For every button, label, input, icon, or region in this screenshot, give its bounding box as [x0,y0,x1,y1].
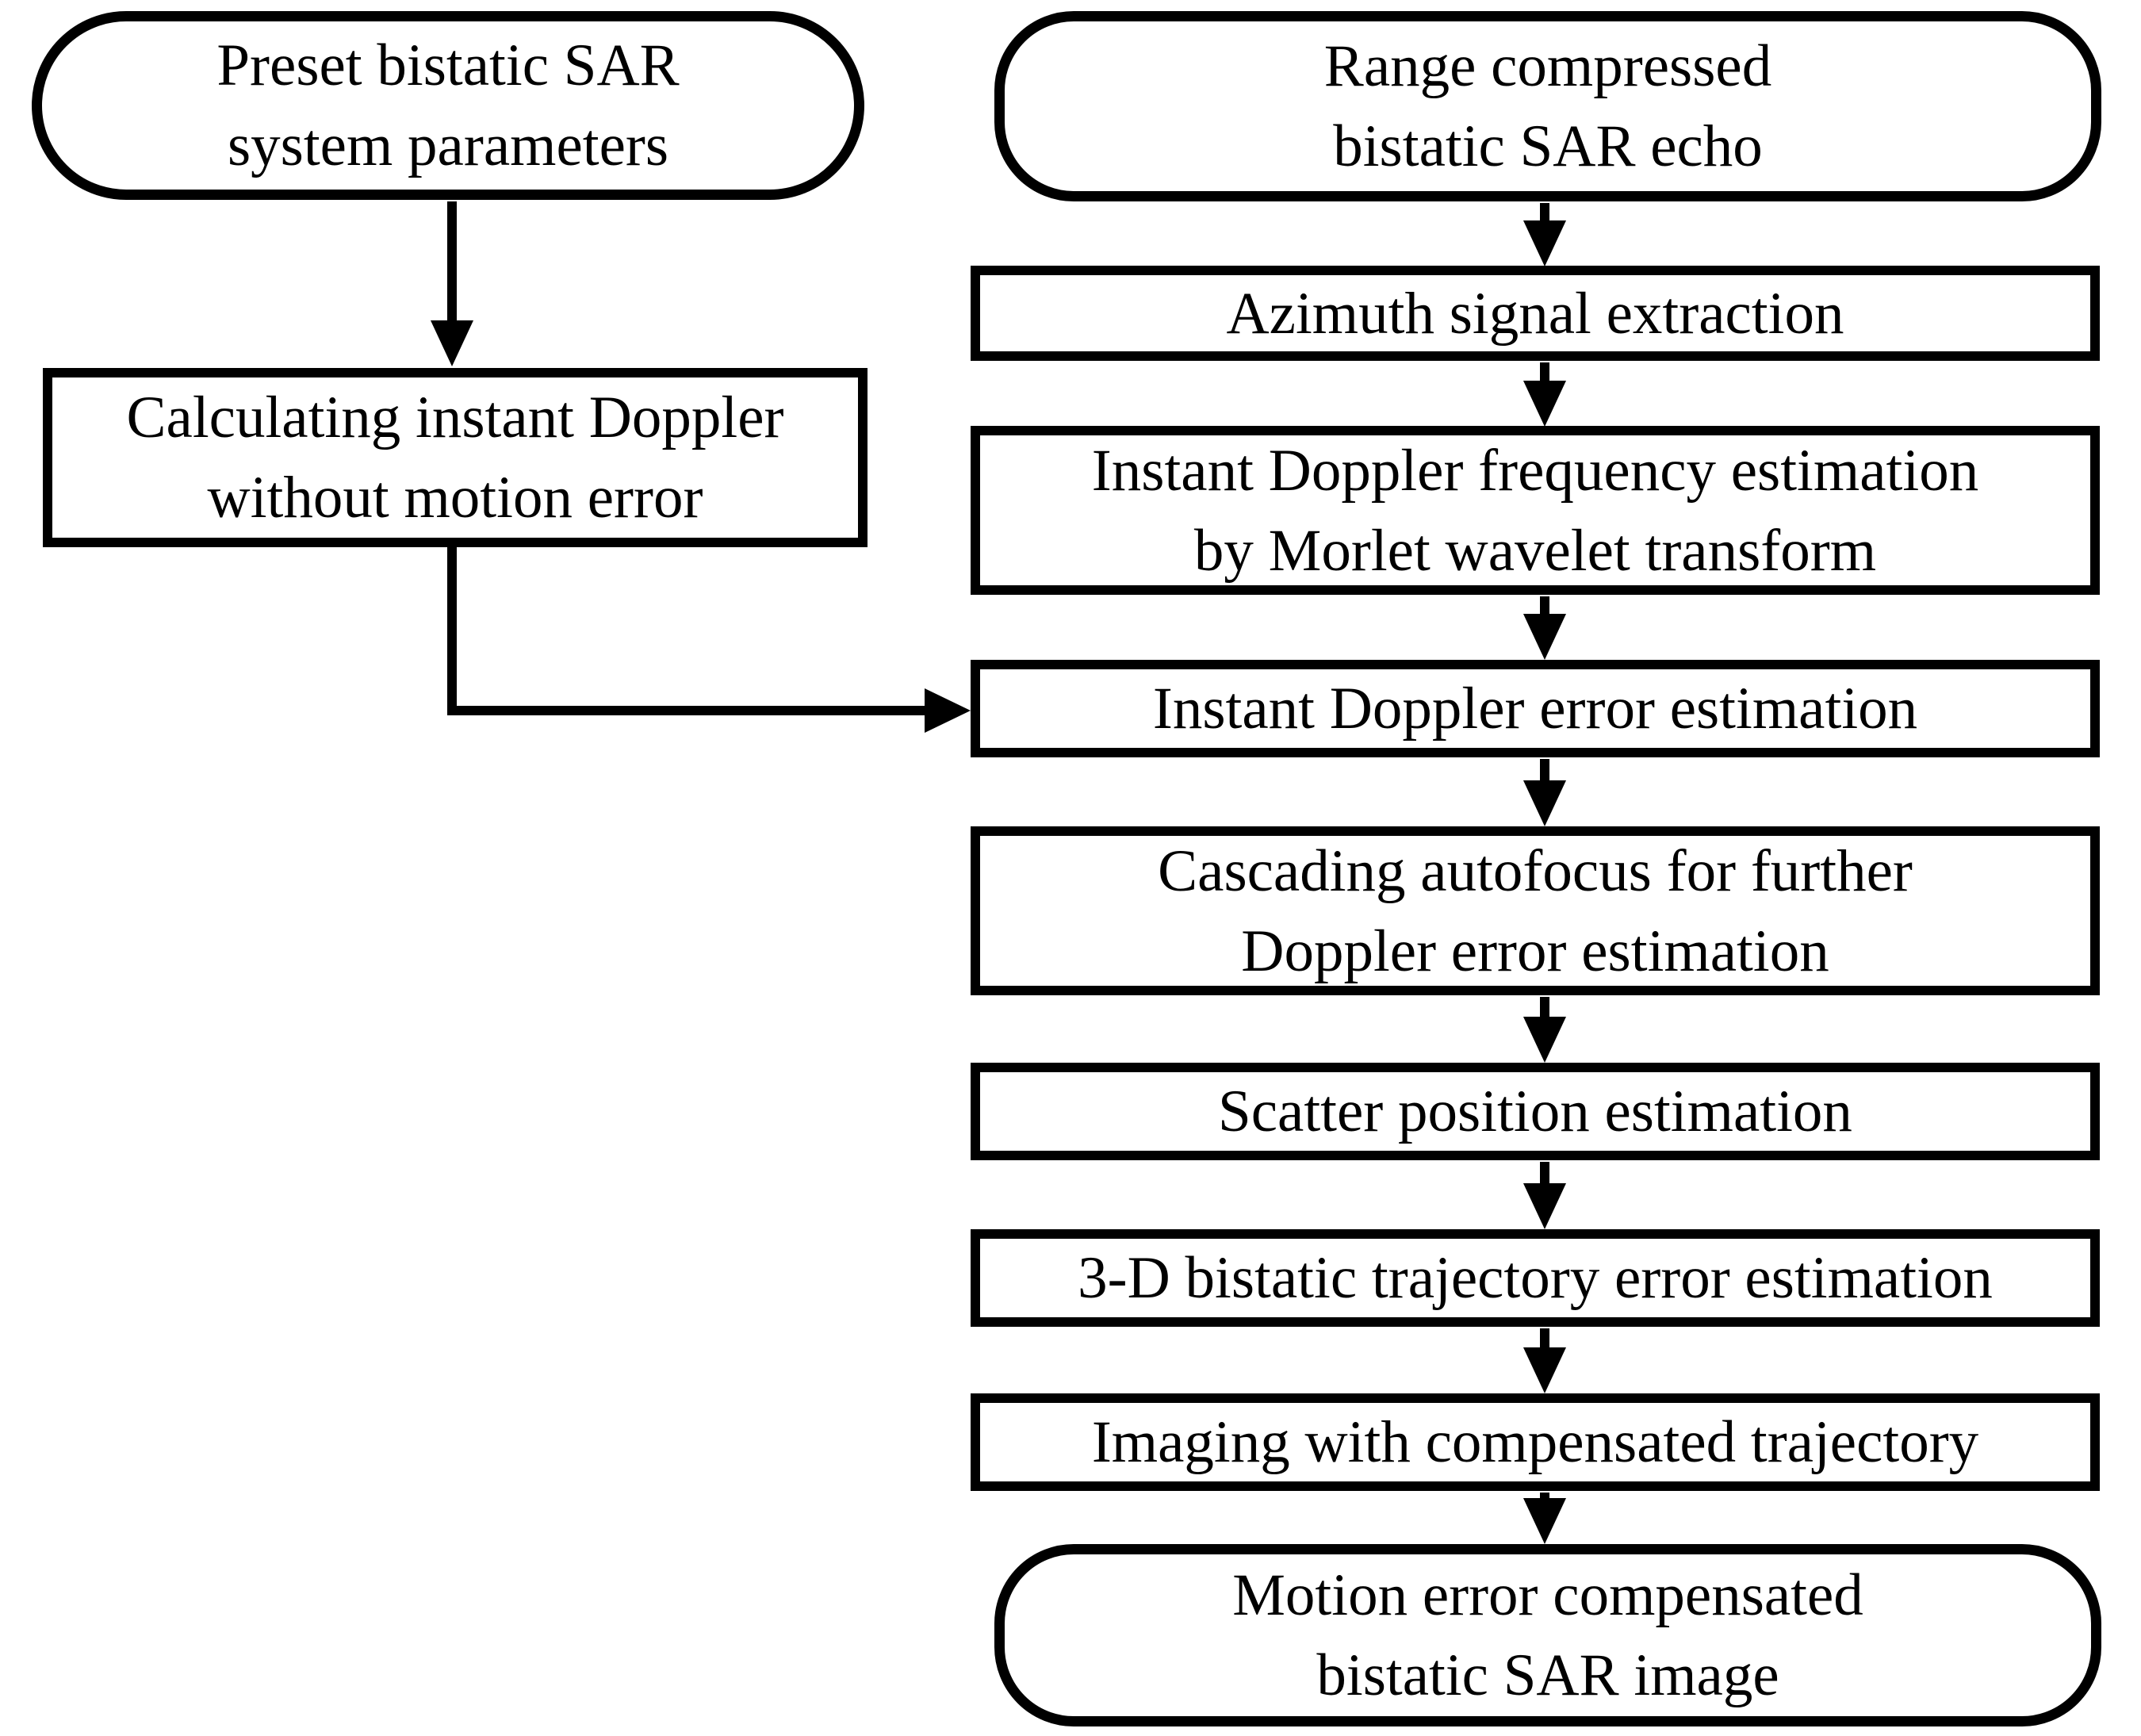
node-range-compressed-echo: Range compressed bistatic SAR echo [994,11,2101,201]
elbow-connector-arrowhead-icon [925,688,971,733]
node-instant-doppler-frequency-estimation: Instant Doppler frequency estimation by … [971,426,2100,595]
node-preset-parameters: Preset bistatic SAR system parameters [32,11,864,200]
node-scatter-position-estimation: Scatter position estimation [971,1063,2100,1160]
arrow-cascading-to-scatter-position [1523,997,1566,1063]
node-cascading-autofocus: Cascading autofocus for further Doppler … [971,826,2100,995]
node-instant-doppler-error-estimation: Instant Doppler error estimation [971,660,2100,757]
arrow-range-to-azimuth [1523,203,1566,266]
arrow-trajectory-to-imaging [1523,1328,1566,1393]
node-calculating-instant-doppler: Calculating instant Doppler without moti… [43,368,868,547]
arrow-frequency-to-error-estimation [1523,596,1566,660]
node-imaging-compensated-trajectory: Imaging with compensated trajectory [971,1393,2100,1491]
arrow-error-to-cascading-autofocus [1523,759,1566,826]
elbow-connector-vertical-segment [447,547,457,715]
arrow-imaging-to-motion-compensated [1523,1493,1566,1544]
arrow-preset-to-calculating [431,201,473,366]
arrow-scatter-to-trajectory-error [1523,1162,1566,1229]
arrow-azimuth-to-frequency-estimation [1523,362,1566,427]
node-motion-error-compensated-image: Motion error compensated bistatic SAR im… [994,1544,2101,1726]
node-trajectory-error-estimation: 3-D bistatic trajectory error estimation [971,1229,2100,1327]
elbow-connector-horizontal-segment [447,706,925,715]
node-azimuth-signal-extraction: Azimuth signal extraction [971,266,2100,361]
